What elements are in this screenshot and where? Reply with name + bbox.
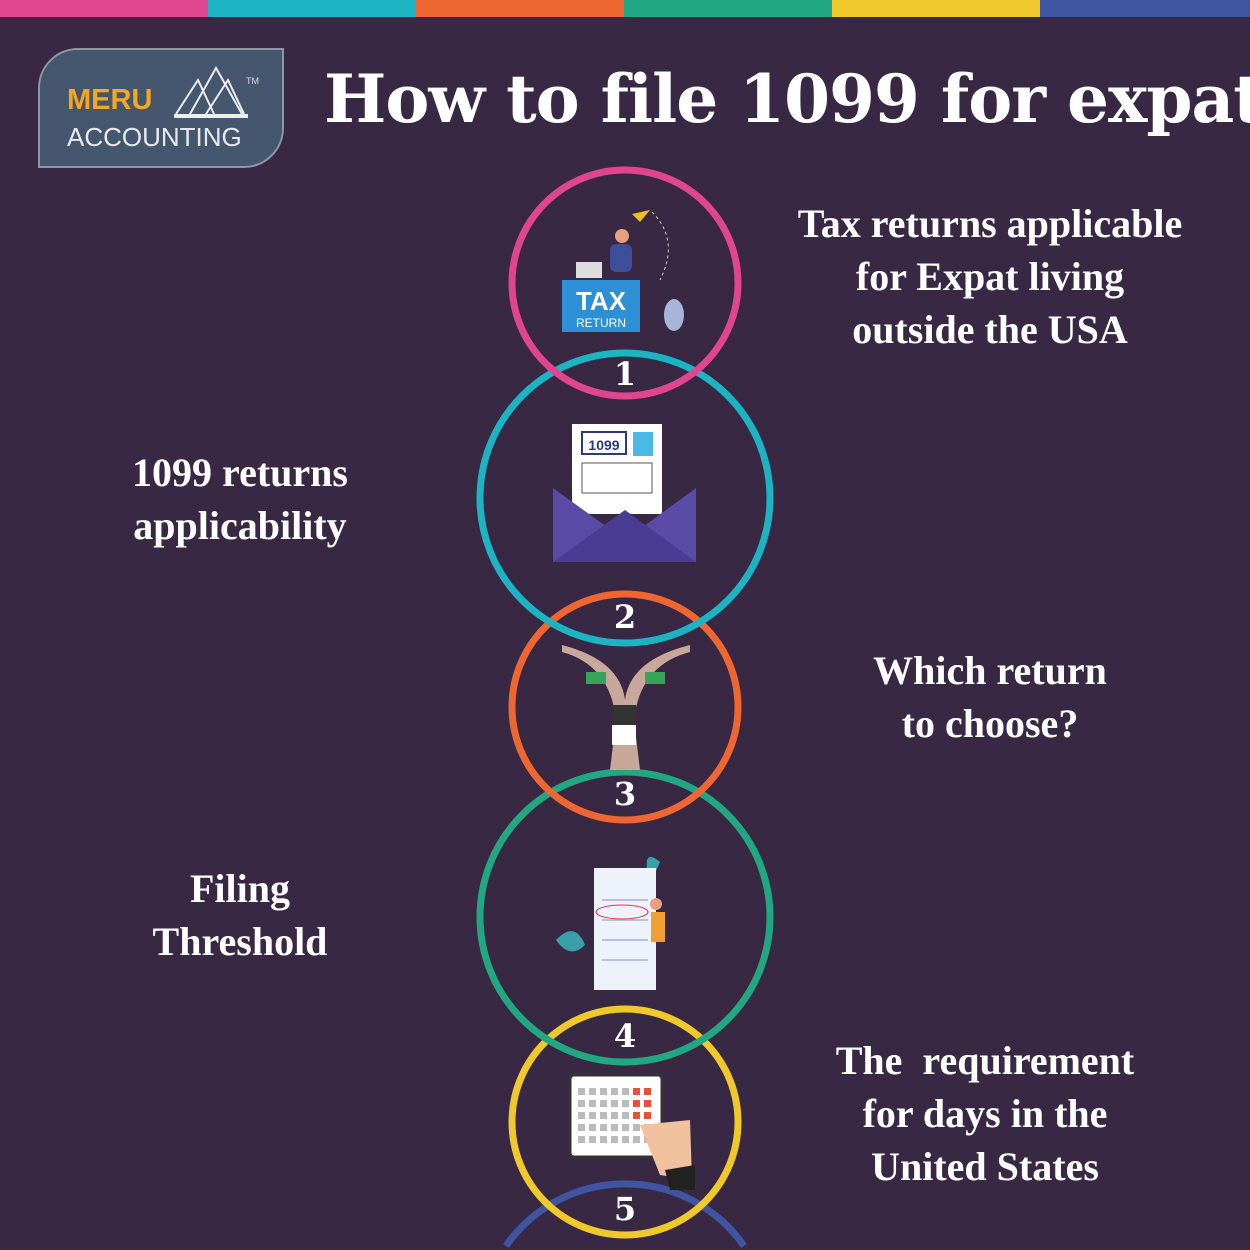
label-line: Filing — [189, 866, 291, 911]
step-ring-5 — [508, 1005, 742, 1239]
calendar-day — [611, 1124, 618, 1131]
step-label-3: Which return to choose? — [840, 644, 1140, 750]
calendar-day — [633, 1112, 640, 1119]
calendar-day — [644, 1100, 651, 1107]
calendar-day — [622, 1124, 629, 1131]
form-1099-text: 1099 — [588, 437, 619, 453]
step-ring-6 — [503, 1180, 747, 1249]
step-ring-4 — [476, 768, 774, 1066]
label-line: for Expat living — [855, 254, 1125, 299]
calendar-day — [622, 1112, 629, 1119]
calendar-day — [600, 1112, 607, 1119]
calendar-day — [622, 1100, 629, 1107]
label-line: applicability — [133, 503, 347, 548]
calendar-icon — [568, 1073, 695, 1190]
calendar-day — [578, 1100, 585, 1107]
calendar-day — [578, 1136, 585, 1143]
calendar-day — [633, 1100, 640, 1107]
step-number-2: 2 — [613, 598, 637, 636]
calendar-day — [644, 1088, 651, 1095]
calendar-day — [600, 1136, 607, 1143]
color-bar-blue — [1040, 0, 1250, 17]
calendar-day — [622, 1088, 629, 1095]
label-line: Tax returns applicable — [797, 201, 1183, 246]
step-label-4: Filing Threshold — [90, 862, 390, 968]
label-line: to choose? — [901, 701, 1079, 746]
label-line: for days in the — [862, 1091, 1108, 1136]
calendar-day — [611, 1136, 618, 1143]
color-bar-yellow — [832, 0, 1041, 17]
color-bar-teal — [208, 0, 417, 17]
logo-tm: TM — [246, 76, 259, 86]
envelope-1099-icon: 1099 — [553, 424, 696, 562]
calendar-day — [633, 1136, 640, 1143]
step-ring-3 — [508, 590, 742, 824]
color-bar-orange — [416, 0, 625, 17]
label-line: Which return — [873, 648, 1107, 693]
tax-icon-text: TAX — [576, 286, 627, 316]
label-line: outside the USA — [852, 307, 1128, 352]
calendar-day — [600, 1100, 607, 1107]
document-review-icon — [556, 856, 665, 990]
crossroads-icon — [562, 645, 690, 770]
step-ring-1 — [508, 166, 742, 400]
calendar-day — [578, 1124, 585, 1131]
calendar-day — [611, 1100, 618, 1107]
calendar-day — [644, 1112, 651, 1119]
step-number-1: 1 — [613, 355, 637, 393]
calendar-day — [578, 1112, 585, 1119]
return-icon-text: RETURN — [576, 316, 626, 330]
logo-sub: ACCOUNTING — [67, 122, 242, 152]
label-line: The requirement — [835, 1038, 1135, 1083]
step-label-2: 1099 returns applicability — [90, 446, 390, 552]
label-line: United States — [871, 1144, 1099, 1189]
step-label-5: The requirement for days in the United S… — [785, 1034, 1185, 1193]
step-label-1: Tax returns applicable for Expat living … — [755, 197, 1225, 356]
page-title: How to file 1099 for expat — [324, 60, 1250, 138]
label-line: Threshold — [152, 919, 328, 964]
step-ring-2 — [476, 349, 774, 647]
calendar-day — [589, 1136, 596, 1143]
step-number-3: 3 — [613, 775, 637, 813]
meru-accounting-logo: MERU TM ACCOUNTING — [38, 48, 284, 168]
mountain-icon — [174, 65, 248, 118]
color-bar-green — [624, 0, 833, 17]
step-number-4: 4 — [613, 1017, 637, 1055]
calendar-day — [633, 1124, 640, 1131]
calendar-day — [600, 1088, 607, 1095]
calendar-day — [622, 1136, 629, 1143]
calendar-day — [589, 1100, 596, 1107]
step-number-5: 5 — [613, 1190, 637, 1228]
calendar-day — [589, 1112, 596, 1119]
label-line: 1099 returns — [132, 450, 348, 495]
logo-brand: MERU — [67, 84, 153, 116]
calendar-day — [600, 1124, 607, 1131]
calendar-day — [578, 1088, 585, 1095]
calendar-day — [633, 1088, 640, 1095]
calendar-day — [611, 1112, 618, 1119]
color-bar-pink — [0, 0, 209, 17]
calendar-day — [611, 1088, 618, 1095]
calendar-day — [589, 1088, 596, 1095]
calendar-day — [589, 1124, 596, 1131]
tax-return-icon: TAX RETURN — [562, 210, 684, 332]
